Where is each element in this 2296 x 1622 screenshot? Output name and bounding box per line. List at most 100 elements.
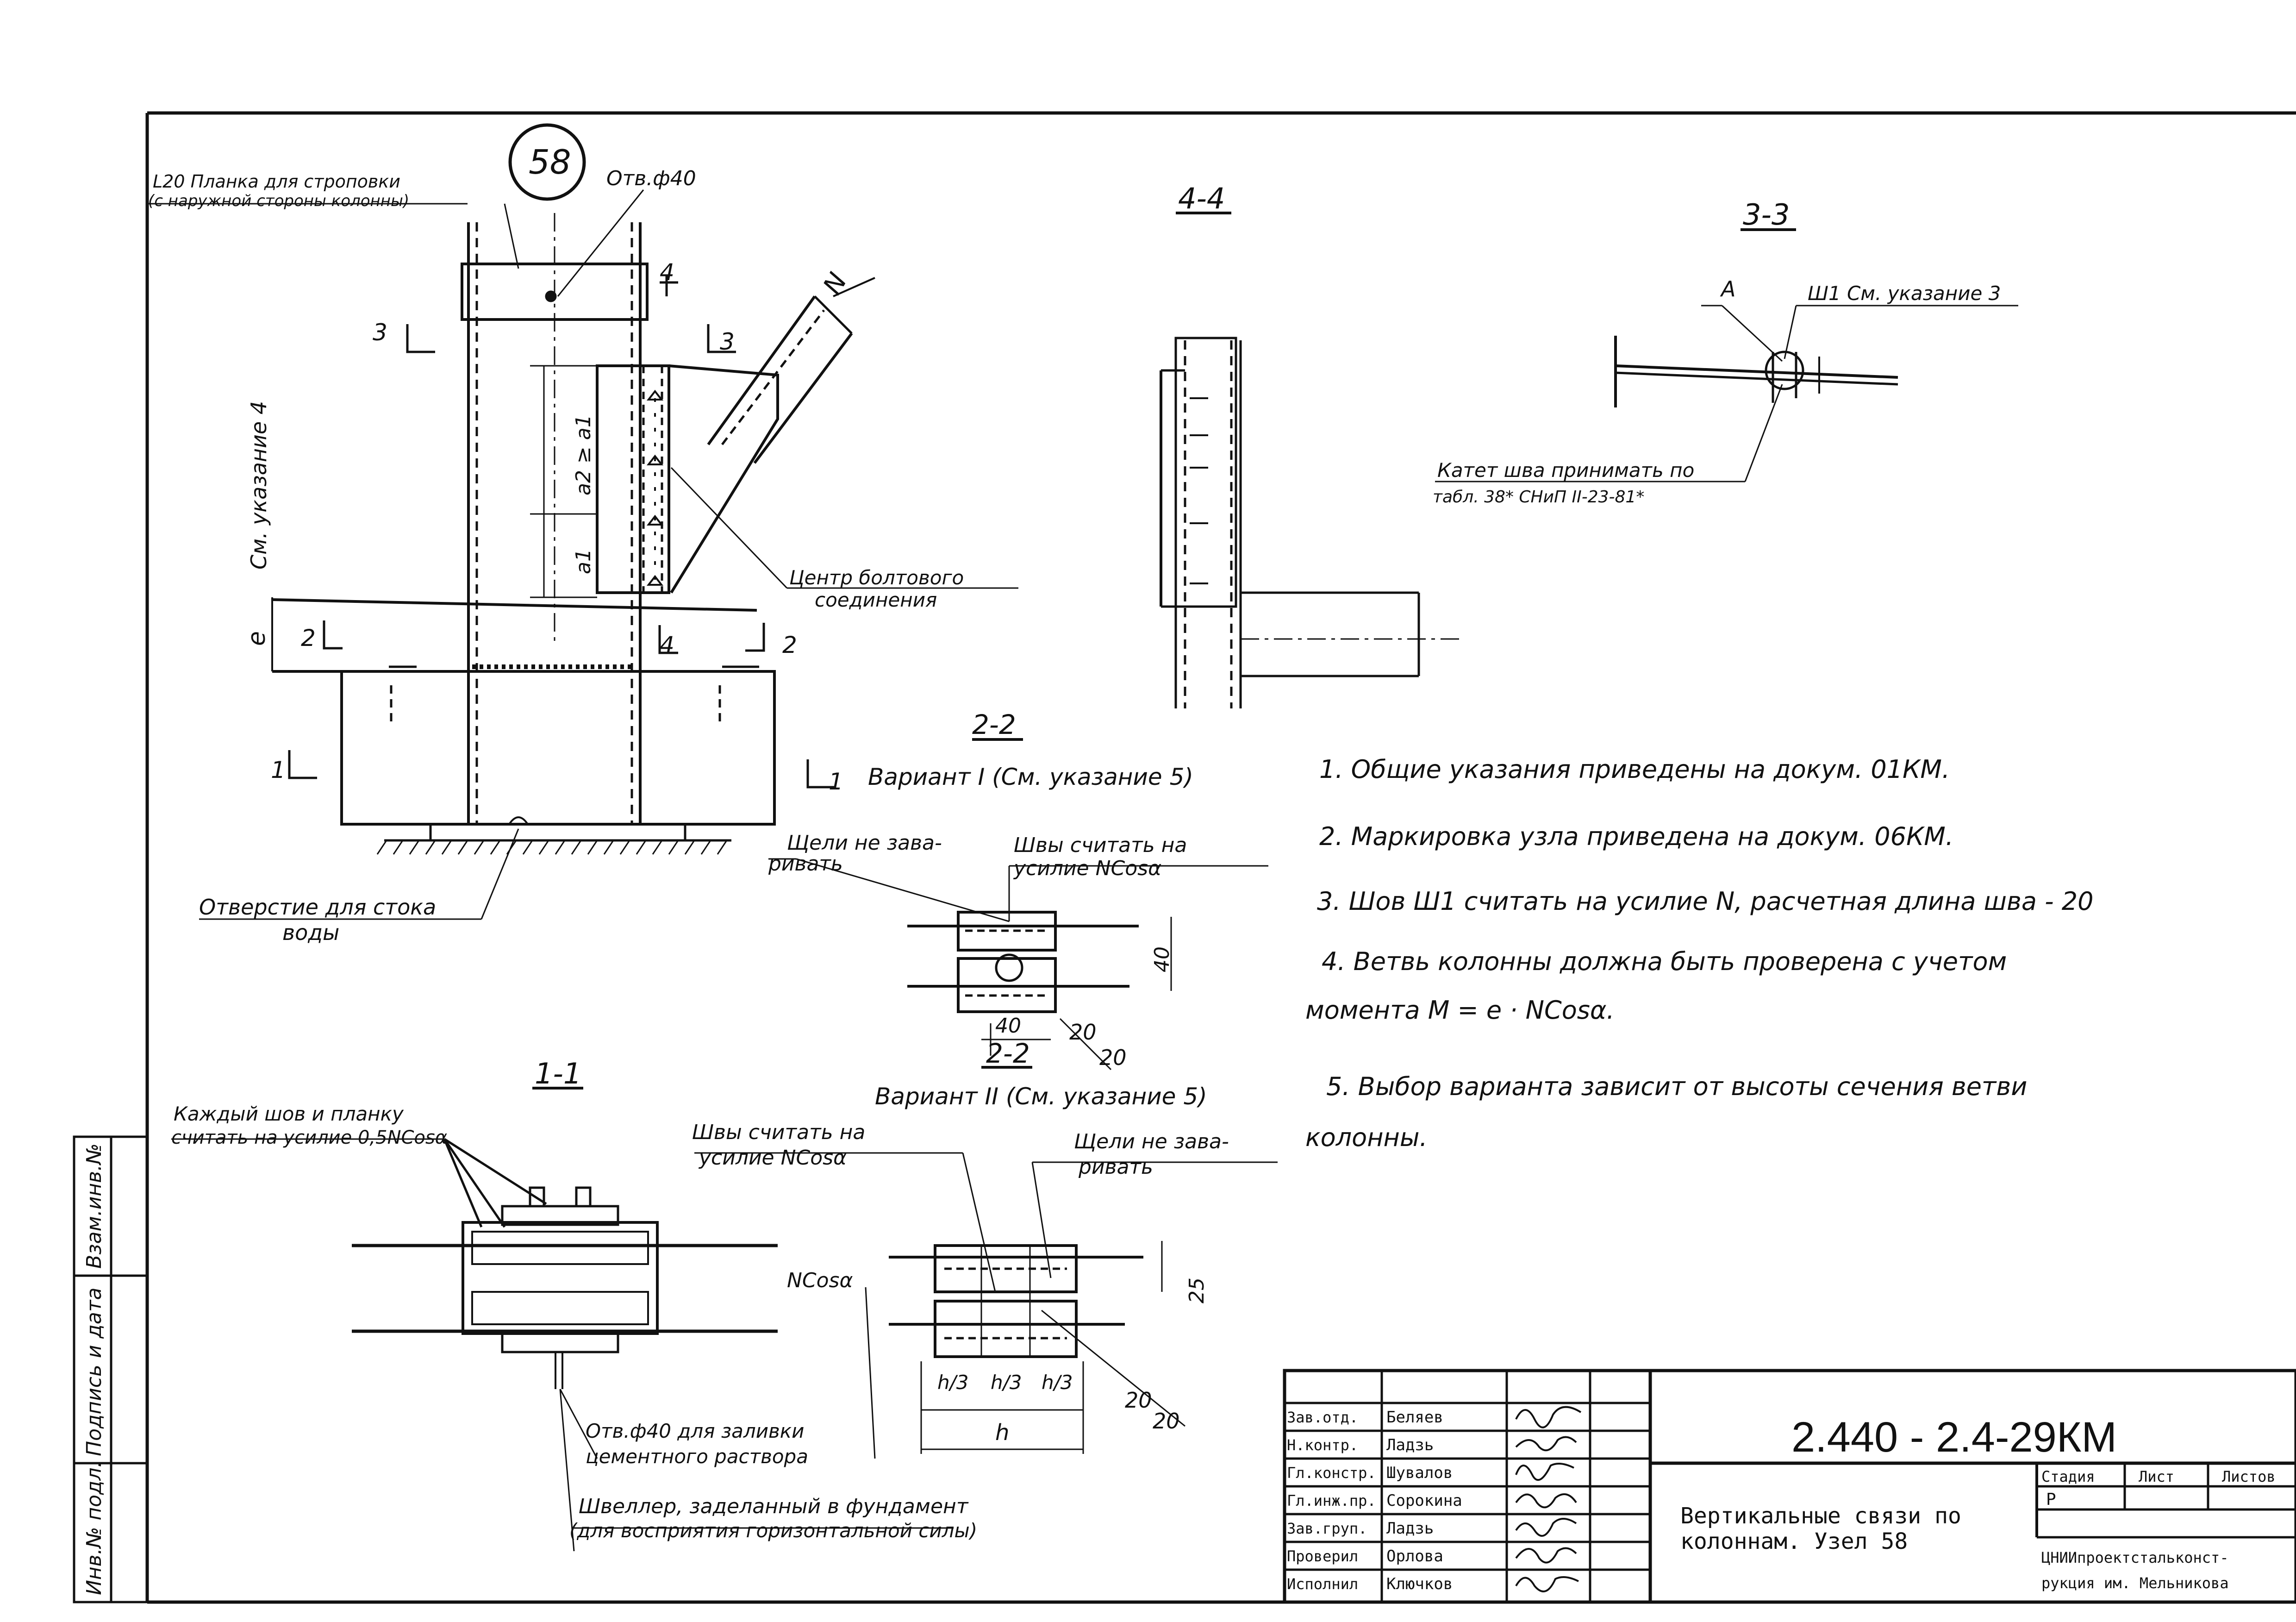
cut-mark-3a: 3 — [373, 319, 387, 346]
hole-label: Отв.ф40 — [606, 167, 696, 190]
node-number-circle — [508, 123, 586, 201]
force-label: N — [817, 268, 853, 300]
var2-dim-20a: 20 — [1125, 1388, 1152, 1413]
variant-1: Вариант I (См. указание 5) — [868, 764, 1193, 790]
tb-name-3: Шувалов — [1386, 1464, 1453, 1482]
section-3-3-title: 3-3 — [1743, 198, 1790, 232]
drain-hole-2: воды — [282, 920, 339, 945]
tb-role-2: Н.контр. — [1287, 1436, 1358, 1454]
s11-channel-note-1: Швеллер, заделанный в фундамент — [579, 1495, 969, 1518]
tb-name-5: Ладзь — [1386, 1519, 1434, 1538]
var2-h3-a: h/3 — [937, 1371, 969, 1394]
tb-role-5: Зав.груп. — [1287, 1520, 1367, 1537]
var1-dim-20b: 20 — [1099, 1045, 1127, 1070]
margin-stamp-2: Подпись и дата — [82, 1288, 106, 1456]
node-elevation — [148, 123, 1018, 920]
section-1-1-title: 1-1 — [535, 1057, 581, 1090]
section-3-3-leg-2: табл. 38* СНиП II-23-81* — [1433, 488, 1644, 507]
drawing-name-1: Вертикальные связи по — [1680, 1503, 1961, 1529]
tb-role-7: Исполнил — [1287, 1575, 1358, 1593]
var1-dim-40b: 40 — [995, 1014, 1021, 1038]
section-4-4-title: 4-4 — [1178, 182, 1225, 215]
variant-2: Вариант II (См. указание 5) — [875, 1083, 1207, 1110]
section-2-2-title-1: 2-2 — [972, 709, 1016, 740]
section-3-3-a: A — [1720, 276, 1735, 301]
cut-mark-4b: 4 — [660, 632, 674, 658]
section-1-1-drawing — [171, 1087, 954, 1552]
var1-dim-40: 40 — [1150, 946, 1174, 972]
var2-h: h — [995, 1420, 1009, 1446]
section-3-3-drawing — [1435, 228, 2018, 482]
var1-note-right-1: Швы считать на — [1014, 833, 1187, 857]
tb-name-4: Сорокина — [1386, 1491, 1462, 1510]
margin-stamp-3: Инв.№ подл. — [82, 1461, 106, 1595]
a1-label: a1 — [572, 549, 595, 574]
note-4-cont: момента M = e · NCosα. — [1305, 996, 1615, 1025]
tb-name-7: Ключков — [1386, 1575, 1453, 1593]
stage-value: Р — [2046, 1490, 2056, 1509]
section-3-3-weld: Ш1 См. указание 3 — [1808, 282, 2001, 305]
cut-mark-1a: 1 — [271, 757, 286, 783]
var1-note-right-2: усилие NCosα — [1013, 857, 1161, 880]
cut-mark-1b: 1 — [829, 768, 843, 795]
var2-dim-20b: 20 — [1153, 1409, 1180, 1434]
s11-hole-note-1: Отв.ф40 для заливки — [586, 1420, 804, 1442]
org-1: ЦНИИпроектстальконст- — [2041, 1549, 2229, 1566]
var1-note-left-2: ривать — [768, 852, 843, 876]
var2-note-right-1: Щели не зава- — [1074, 1130, 1229, 1153]
margin-stamp-1: Взам.инв.№ — [82, 1143, 106, 1269]
a2-ineq: a2 ≥ a1 — [572, 414, 595, 495]
var2-dim-25: 25 — [1185, 1278, 1209, 1303]
signatures — [1515, 1406, 1582, 1592]
tb-name-6: Орлова — [1386, 1547, 1443, 1566]
var2-note-right-2: ривать — [1078, 1155, 1153, 1179]
stage-header: Стадия — [2041, 1468, 2095, 1485]
title-block — [1283, 1369, 2296, 1604]
section-2-2-title-2: 2-2 — [986, 1038, 1030, 1069]
org-2: рукция им. Мельникова — [2041, 1574, 2229, 1592]
tb-role-1: Зав.отд. — [1287, 1409, 1358, 1426]
section-2-2-var1-drawing — [768, 738, 1268, 1071]
plate-note-1: L20 Планка для строповки — [153, 171, 400, 192]
drawing-code: 2.440 - 2.4-29КМ — [1791, 1414, 2117, 1461]
var2-h3-c: h/3 — [1042, 1371, 1073, 1394]
note-1: 1. Общие указания приведены на докум. 01… — [1319, 755, 1950, 784]
bolt-center-1: Центр болтового — [789, 566, 964, 589]
tb-name-1: Беляев — [1386, 1408, 1443, 1427]
drain-hole-1: Отверстие для стока — [199, 895, 436, 920]
cut-mark-2b: 2 — [782, 632, 797, 658]
cut-mark-2a: 2 — [301, 625, 316, 651]
section-4-4-drawing — [1160, 212, 1463, 708]
sheets-header: Листов — [2222, 1468, 2276, 1485]
s11-weld-note-2: считать на усилие 0,5NCosα — [171, 1127, 447, 1148]
cut-mark-4a: 4 — [660, 259, 674, 286]
tb-role-6: Проверил — [1287, 1547, 1358, 1565]
section-2-2-var2-drawing — [694, 1152, 1278, 1459]
margin-stamp — [73, 1135, 149, 1603]
note-5-cont: колонны. — [1305, 1123, 1428, 1152]
sheet-header: Лист — [2139, 1468, 2174, 1485]
tb-name-2: Ладзь — [1386, 1436, 1434, 1454]
s11-hole-note-2: цементного раствора — [586, 1445, 808, 1468]
var2-note-left-1: Швы считать на — [692, 1121, 865, 1144]
node-number: 58 — [529, 143, 571, 182]
var2-h3-b: h/3 — [991, 1371, 1022, 1394]
bolt-marks — [646, 389, 664, 586]
note-4: 4. Ветвь колонны должна быть проверена с… — [1322, 947, 2007, 976]
e-label: e — [243, 631, 271, 646]
section-3-3-leg-1: Катет шва принимать по — [1437, 459, 1694, 482]
drawing-name-2: колоннам. Узел 58 — [1680, 1528, 1908, 1554]
tb-role-4: Гл.инж.пр. — [1287, 1492, 1376, 1509]
s11-weld-note-1: Каждый шов и планку — [174, 1102, 404, 1125]
note-2: 2. Маркировка узла приведена на докум. 0… — [1319, 822, 1953, 851]
bolt-center-2: соединения — [815, 589, 937, 611]
s11-channel-note-2: (для восприятия горизонтальной силы) — [569, 1519, 977, 1542]
tb-role-3: Гл.констр. — [1287, 1464, 1376, 1482]
note-3: 3. Шов Ш1 считать на усилие N, расчетная… — [1317, 887, 2093, 916]
var2-note-left-2: усилие NCosα — [698, 1146, 847, 1170]
cut-mark-3b: 3 — [720, 328, 735, 355]
var1-note-left-1: Щели не зава- — [787, 831, 942, 855]
plate-note-2: (с наружной стороны колонны) — [148, 192, 409, 210]
note-5: 5. Выбор варианта зависит от высоты сече… — [1326, 1072, 2027, 1101]
